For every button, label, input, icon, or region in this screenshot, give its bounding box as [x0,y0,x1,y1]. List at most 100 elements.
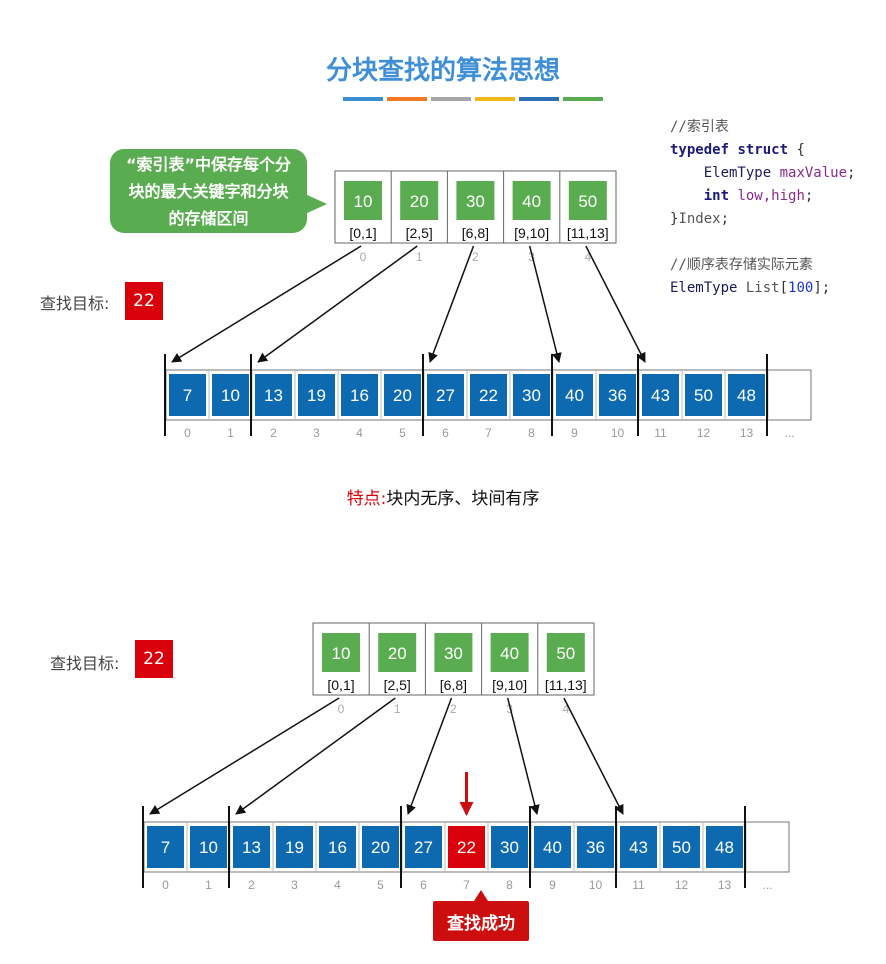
top-index-number: 1 [416,250,423,264]
title-underline-segment [475,97,515,101]
search-target-value-bottom: 22 [135,640,173,678]
top-array-cell [642,374,679,416]
code-comment-list: //顺序表存储实际元素 [670,257,813,273]
bottom-index-range: [11,13] [545,677,587,693]
top-array-value: 16 [350,386,369,405]
bottom-array-value: 30 [500,838,519,857]
bottom-array-cell [405,826,442,868]
title-underline-segment [387,97,427,101]
code-field2-type: int [703,188,730,204]
code-list-type: ElemType [670,280,738,296]
bottom-index-max-value: 10 [332,644,351,663]
code-field2-names: low,high [737,188,805,204]
top-array-cell [169,374,206,416]
bottom-index-max-value: 40 [500,644,519,663]
bottom-index-max-cell [434,633,473,672]
search-target-value-top: 22 [125,282,163,320]
bottom-array-cell [534,826,571,868]
bottom-index-number: 4 [562,702,569,716]
top-array-cell [728,374,765,416]
bottom-array-cell [491,826,528,868]
page-title: 分块查找的算法思想 [325,56,560,86]
top-array-index: 6 [442,426,449,440]
title-underline-segment [343,97,383,101]
top-array-cell [685,374,722,416]
top-array-value: 43 [651,386,670,405]
callout-pointer [305,194,327,214]
top-index-max-value: 50 [578,192,597,211]
code-comment-index: //索引表 [670,119,729,135]
index-table-callout: “索引表”中保存每个分 块的最大关键字和分块 的存储区间 [110,149,307,233]
bottom-array-value: 16 [328,838,347,857]
bottom-array-index: 5 [377,878,384,892]
bottom-index-max-cell [378,633,417,672]
bottom-array-ellipsis: ... [762,878,772,892]
top-index-range: [11,13] [567,225,609,241]
bottom-index-number: 1 [394,702,401,716]
bottom-array-index: 2 [248,878,255,892]
bottom-array-value: 50 [672,838,691,857]
bottom-array-cell [147,826,184,868]
top-array-index: 11 [654,426,667,440]
bottom-index-range: [2,5] [384,677,411,693]
bottom-array-index: 13 [718,878,732,892]
code-brace-close: } [670,211,679,227]
top-index-max-cell [456,181,495,220]
bottom-index-number: 0 [338,702,345,716]
bottom-index-max-cell [322,633,360,672]
top-array-index: 0 [184,426,191,440]
top-array-value: 27 [436,386,455,405]
bottom-block-pointer-arrow [506,697,540,815]
code-list-name: List [745,280,780,296]
bottom-block-pointer-arrow [563,697,624,815]
bottom-array-cell [448,826,485,868]
top-block-pointer-arrow [528,245,562,363]
top-array-cell [341,374,378,416]
search-target-label-bottom: 查找目标: [50,654,120,673]
top-array-value: 36 [608,386,627,405]
top-array-value: 19 [307,386,326,405]
top-index-number: 2 [472,250,479,264]
bottom-array-index: 6 [420,878,427,892]
bottom-array-cell [233,826,270,868]
code-brace-open: { [788,142,805,158]
bottom-array-value: 27 [414,838,433,857]
top-index-range: [0,1] [349,225,376,241]
code-bracket-open: [ [779,280,789,296]
search-target-label-top: 查找目标: [40,294,110,313]
code-bracket-close: ]; [813,280,831,296]
top-array-index: 12 [697,426,711,440]
code-semicolon-3: ; [720,211,730,227]
top-array-index: 4 [356,426,363,440]
bottom-array-index: 10 [589,878,603,892]
top-array-cell [513,374,550,416]
top-array-value: 48 [737,386,756,405]
bottom-array-value: 20 [371,838,390,857]
bottom-array-index: 8 [506,878,513,892]
top-array-index: 13 [740,426,754,440]
bottom-index-number: 2 [450,702,457,716]
bottom-array-cell [663,826,700,868]
search-success-badge: 查找成功 [433,901,529,941]
bottom-array-index: 1 [205,878,212,892]
top-array-cell [384,374,421,416]
top-index-max-value: 20 [410,192,429,211]
code-snippet: //索引表 typedef struct { ElemType maxValue… [670,116,855,300]
top-block-pointer-arrow [428,245,475,363]
bottom-array-cell [319,826,356,868]
top-array-cell [599,374,636,416]
top-array-index: 1 [227,426,234,440]
top-index-max-cell [512,181,551,220]
top-index-max-value: 10 [354,192,373,211]
code-field1-type: ElemType [703,165,772,181]
bottom-index-max-cell [546,633,585,672]
top-block-pointer-arrow [257,245,418,363]
top-index-range: [2,5] [406,225,433,241]
top-block-pointer-arrow [585,245,646,363]
top-array-cell [255,374,292,416]
bottom-array-index: 3 [291,878,298,892]
top-array-cell [556,374,593,416]
code-field1-name: maxValue [779,165,848,181]
bottom-array-cell [620,826,657,868]
